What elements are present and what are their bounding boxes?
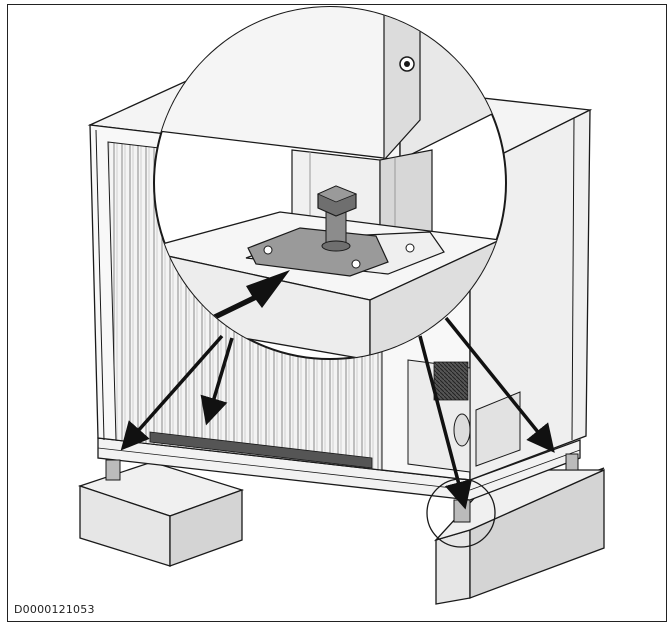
drawing-id-label: D0000121053 <box>14 603 95 616</box>
figure-frame <box>7 4 667 622</box>
pointer-arrows <box>120 316 555 510</box>
mounting-feet <box>105 453 579 523</box>
detail-zoom-circle <box>153 6 507 360</box>
foundation-block-left <box>77 461 245 567</box>
foundation-block-right <box>433 467 605 605</box>
foot-highlight-circle <box>426 478 496 548</box>
bolt-icon <box>317 185 358 252</box>
